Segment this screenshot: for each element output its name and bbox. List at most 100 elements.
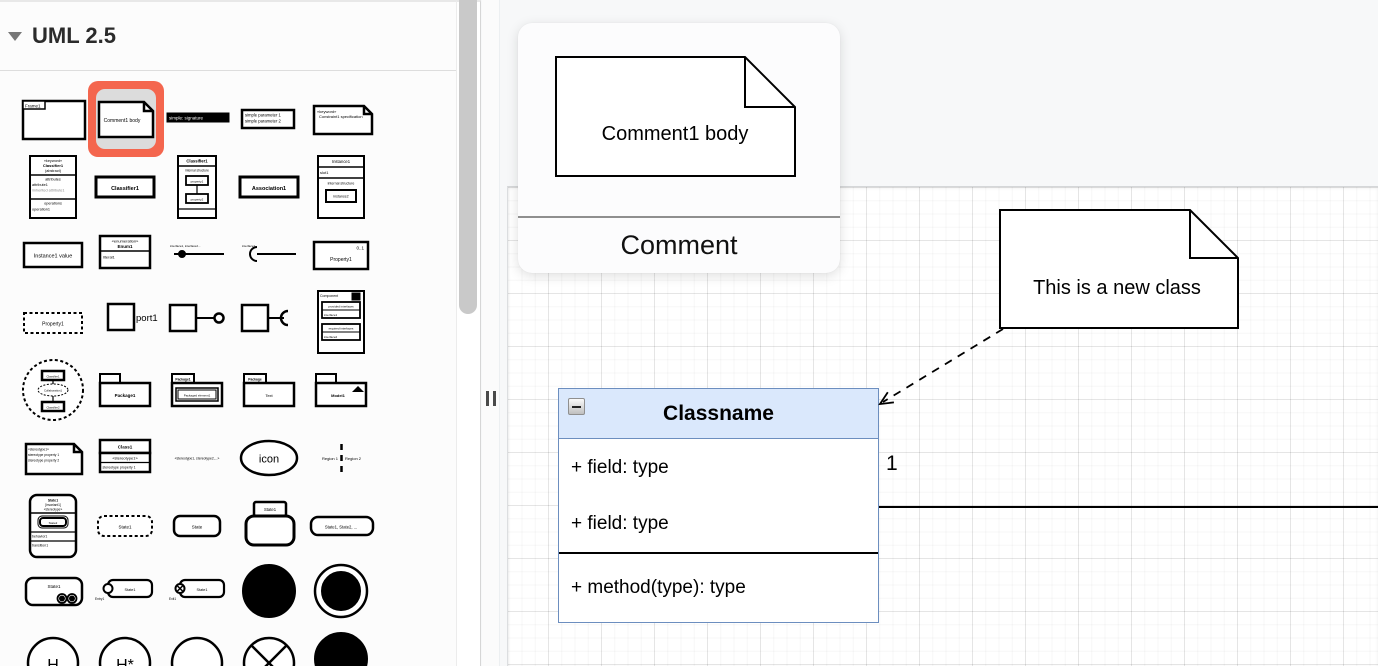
palette-item-state[interactable]: State	[162, 493, 234, 561]
palette-item-state-connection-points[interactable]: State1	[18, 561, 90, 629]
palette-item-state-composite[interactable]: State1	[234, 493, 306, 561]
diagram-canvas[interactable]: Classname + field: type + field: type + me…	[500, 0, 1378, 666]
collapse-minus-button[interactable]	[568, 398, 585, 415]
palette-item-terminate[interactable]	[234, 629, 306, 666]
sidebar-scrollbar[interactable]	[456, 0, 481, 666]
shape-preview-popup: Comment1 body Comment	[518, 23, 840, 273]
svg-text:0..1: 0..1	[356, 246, 364, 251]
svg-text:required interfaces: required interfaces	[329, 327, 354, 331]
svg-text:State1, State2, ...: State1, State2, ...	[325, 525, 357, 530]
svg-text:Model1: Model1	[331, 393, 346, 398]
palette-item-provided-interface-line[interactable]: interface1, interface2...	[162, 221, 234, 289]
class-field-row[interactable]: + field: type	[571, 513, 669, 534]
model-shape-icon: Model1	[314, 373, 368, 408]
palette-item-class-stereotype[interactable]: Class1«stereotype1»stereotype property 1	[90, 425, 162, 493]
palette-item-classifier-full[interactable]: «keyword»Classifier1(abstract)attributes…	[18, 153, 90, 221]
palette-item-required-interface-line[interactable]: interface1	[234, 221, 306, 289]
svg-text:simple parameter 1: simple parameter 1	[245, 113, 282, 118]
svg-text:«keyword»: «keyword»	[44, 159, 62, 163]
palette-item-port-required[interactable]	[234, 289, 306, 357]
palette-item-stereotype-text[interactable]: «stereotype1, stereotype2,...»	[162, 425, 234, 493]
svg-text:property1: property1	[191, 180, 204, 184]
svg-text:stereotype property 1: stereotype property 1	[28, 453, 59, 457]
palette-item-state-list[interactable]: State1, State2, ...	[306, 493, 378, 561]
svg-text:simple: signature: simple: signature	[169, 116, 204, 121]
palette-item-instance-value[interactable]: Instance1 value	[18, 221, 90, 289]
palette-item-classifier[interactable]: Classifier1	[90, 153, 162, 221]
state-full-shape-icon: State1[invariant1]«stereotype»State2beha…	[28, 493, 78, 559]
palette-item-constraint[interactable]: «keyword»Constraint1 specification	[306, 85, 378, 153]
class-title: Classname	[663, 401, 774, 425]
terminate-shape-icon	[242, 636, 296, 666]
final-state-shape-icon	[313, 563, 369, 619]
scrollbar-thumb[interactable]	[459, 0, 477, 314]
palette-item-initial-state-2[interactable]	[306, 629, 378, 666]
svg-text:Packaged element1: Packaged element1	[184, 394, 211, 398]
state-dashed-shape-icon: State1	[97, 515, 153, 537]
palette-item-port[interactable]: port1	[90, 289, 162, 357]
svg-text:Classifier2: Classifier2	[46, 406, 60, 410]
palette-item-property-dashed[interactable]: Property1	[18, 289, 90, 357]
palette-item-frame[interactable]: Frame1	[18, 85, 90, 153]
palette-item-final-state[interactable]	[306, 561, 378, 629]
palette-item-package[interactable]: Package1	[90, 357, 162, 425]
svg-text:H: H	[47, 657, 59, 666]
palette-item-initial-state[interactable]	[234, 561, 306, 629]
svg-text:icon: icon	[259, 454, 279, 466]
svg-text:State: State	[192, 525, 203, 530]
palette-item-junction[interactable]	[162, 629, 234, 666]
palette-item-icon[interactable]: icon	[234, 425, 306, 493]
port-shape-icon: port1	[106, 302, 158, 332]
uml-class-shape[interactable]: Classname + field: type + field: type + me…	[558, 388, 879, 623]
svg-text:«enumeration»: «enumeration»	[112, 239, 139, 244]
panel-splitter[interactable]	[482, 0, 500, 666]
svg-text:provided interfaces: provided interfaces	[328, 305, 354, 309]
palette-item-port-provided[interactable]	[162, 289, 234, 357]
required-interface-line-shape-icon: interface1	[242, 244, 296, 262]
palette-item-shallow-history[interactable]: H	[18, 629, 90, 666]
state-shape-icon: State	[172, 514, 222, 538]
svg-text:Collaboration1: Collaboration1	[44, 389, 62, 393]
svg-text:Region 1: Region 1	[322, 456, 339, 461]
svg-text:interface1: interface1	[324, 313, 338, 317]
association-shape-icon: Association1	[238, 175, 300, 199]
palette-item-association[interactable]: Association1	[234, 153, 306, 221]
palette-item-state-dashed[interactable]: State1	[90, 493, 162, 561]
uml-note-shape[interactable]: This is a new class	[999, 209, 1240, 330]
svg-text:Enum1: Enum1	[117, 244, 133, 249]
preview-divider	[518, 216, 840, 218]
initial-state-2-shape-icon	[314, 632, 368, 666]
multiplicity-label[interactable]: 1	[886, 452, 898, 475]
svg-text:«keyword»: «keyword»	[317, 109, 337, 114]
palette-item-signature[interactable]: simple: signature	[162, 85, 234, 153]
class-method-row[interactable]: + method(type): type	[571, 577, 746, 598]
section-divider	[0, 70, 456, 71]
palette-item-comment[interactable]: Comment1 body	[88, 81, 164, 157]
svg-text:interface1, interface2...: interface1, interface2...	[170, 244, 201, 248]
section-header-uml25[interactable]: UML 2.5	[0, 2, 456, 70]
svg-text:«stereotype1, stereotype2,...»: «stereotype1, stereotype2,...»	[175, 457, 220, 461]
palette-item-model[interactable]: Model1	[306, 357, 378, 425]
port-required-shape-icon	[240, 303, 289, 333]
class-field-row[interactable]: + field: type	[571, 456, 669, 478]
class-section-divider	[559, 552, 878, 554]
svg-text:«stereotype»: «stereotype»	[44, 508, 63, 512]
palette-item-deep-history[interactable]: H*	[90, 629, 162, 666]
